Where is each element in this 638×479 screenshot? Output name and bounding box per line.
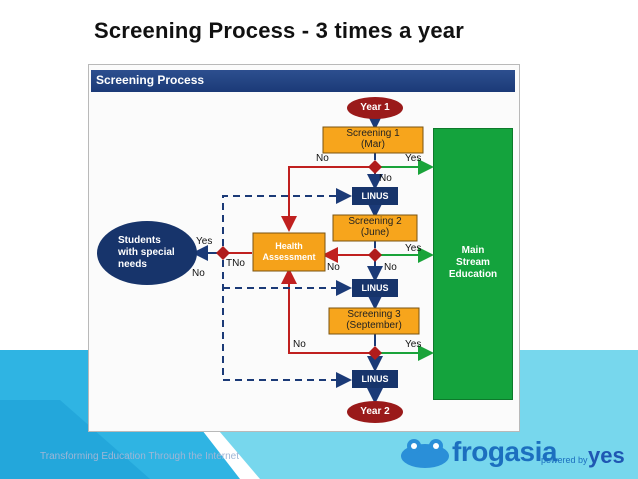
label-no-students: No bbox=[192, 268, 205, 279]
footer-tagline: Transforming Education Through the Inter… bbox=[40, 451, 240, 462]
label-yes-2: Yes bbox=[405, 243, 422, 254]
linus-box-1 bbox=[352, 187, 398, 205]
no-route-3 bbox=[281, 268, 369, 354]
slide-title: Screening Process - 3 times a year bbox=[94, 18, 464, 43]
label-no-1: No bbox=[316, 153, 329, 164]
year2-node bbox=[347, 401, 403, 423]
label-yes-students: Yes bbox=[196, 236, 213, 247]
diagram-header: Screening Process bbox=[96, 73, 205, 87]
label-no-3: No bbox=[293, 339, 306, 350]
health-line-2: Assessment bbox=[262, 252, 316, 262]
screening-2-title: Screening 2 bbox=[348, 216, 402, 227]
students-line-3: needs bbox=[118, 259, 147, 270]
screening-3-title: Screening 3 bbox=[347, 309, 401, 320]
students-label: Students with special needs bbox=[118, 235, 188, 271]
linus-box-2 bbox=[352, 279, 398, 297]
linus-1-label: LINUS bbox=[361, 191, 389, 201]
label-no-2b: No bbox=[384, 262, 397, 273]
dashed-to-linus3 bbox=[222, 260, 352, 388]
health-line-1: Health bbox=[275, 241, 303, 251]
frog-logo-icon bbox=[401, 439, 449, 468]
label-yes-3: Yes bbox=[405, 339, 422, 350]
students-node bbox=[97, 221, 197, 285]
powered-by-text: powered by bbox=[541, 455, 588, 465]
linus-3-label: LINUS bbox=[361, 374, 389, 384]
decision-diamond-2 bbox=[368, 248, 382, 262]
main-stream-education-box bbox=[433, 128, 513, 400]
linus-box-3 bbox=[352, 370, 398, 388]
screening-3-month: (September) bbox=[346, 320, 402, 331]
diagram-header-bar bbox=[91, 70, 515, 92]
students-line-1: Students bbox=[118, 235, 161, 246]
health-assessment-label: Health Assessment bbox=[253, 241, 325, 263]
screening-2-label: Screening 2 (June) bbox=[333, 216, 417, 238]
label-no-1b: No bbox=[379, 173, 392, 184]
screening-1-month: (Mar) bbox=[361, 139, 385, 150]
year2-label: Year 2 bbox=[360, 406, 390, 417]
screening-2-box bbox=[332, 214, 418, 242]
label-yes-1: Yes bbox=[405, 153, 422, 164]
no-route-1 bbox=[281, 166, 369, 232]
label-no-health-text: No bbox=[232, 258, 245, 269]
linus-2-label: LINUS bbox=[361, 283, 389, 293]
decision-diamond-health bbox=[216, 246, 230, 260]
screening-3-box bbox=[328, 307, 420, 335]
main-stream-line-1: Main bbox=[461, 245, 485, 256]
decision-diamond-1 bbox=[368, 160, 382, 174]
decision-diamond-3 bbox=[368, 346, 382, 360]
screening-1-box bbox=[322, 126, 424, 154]
students-line-2: with special bbox=[118, 247, 175, 258]
year1-label: Year 1 bbox=[360, 102, 390, 113]
screening-1-label: Screening 1 (Mar) bbox=[323, 128, 423, 150]
screening-1-title: Screening 1 bbox=[346, 128, 400, 139]
main-stream-label: Main Stream Education bbox=[433, 245, 513, 281]
screening-3-label: Screening 3 (September) bbox=[329, 309, 419, 331]
dashed-to-linus1 bbox=[222, 188, 352, 246]
year1-node bbox=[347, 97, 403, 119]
brand-name: frogasia bbox=[452, 436, 557, 467]
label-no-2: No bbox=[327, 262, 340, 273]
label-no-health: TNo bbox=[226, 258, 245, 269]
partner-name: yes bbox=[588, 443, 625, 468]
health-assessment-box bbox=[252, 232, 326, 272]
screening-2-month: (June) bbox=[360, 227, 390, 238]
main-stream-line-2: Stream bbox=[456, 257, 490, 268]
main-stream-line-3: Education bbox=[448, 269, 498, 280]
